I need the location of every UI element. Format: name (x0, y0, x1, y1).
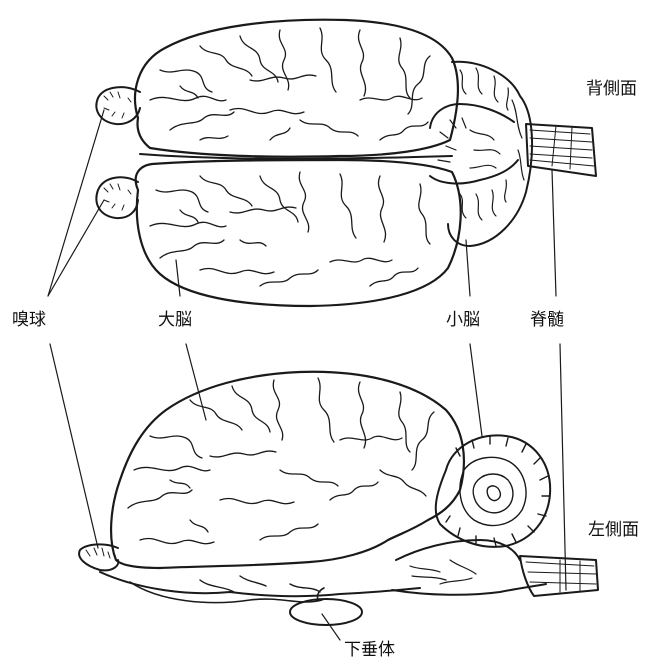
label-left-lateral-view: 左側面 (588, 520, 639, 540)
label-pituitary: 下垂体 (344, 640, 395, 660)
label-spinal-cord: 脊髄 (530, 310, 564, 330)
leader-lines (48, 110, 566, 640)
label-dorsal-view: 背側面 (586, 79, 637, 99)
label-cerebellum: 小脳 (446, 310, 480, 330)
lateral-view (79, 372, 598, 625)
label-cerebrum: 大脳 (158, 310, 192, 330)
cerebrum-lower-hemisphere (136, 160, 461, 306)
dorsal-view (96, 20, 596, 306)
label-olfactory-bulb: 嗅球 (12, 310, 46, 330)
olfactory-bulb-lower (96, 177, 138, 218)
pituitary (290, 599, 362, 625)
cerebrum-upper-hemisphere (135, 20, 458, 157)
